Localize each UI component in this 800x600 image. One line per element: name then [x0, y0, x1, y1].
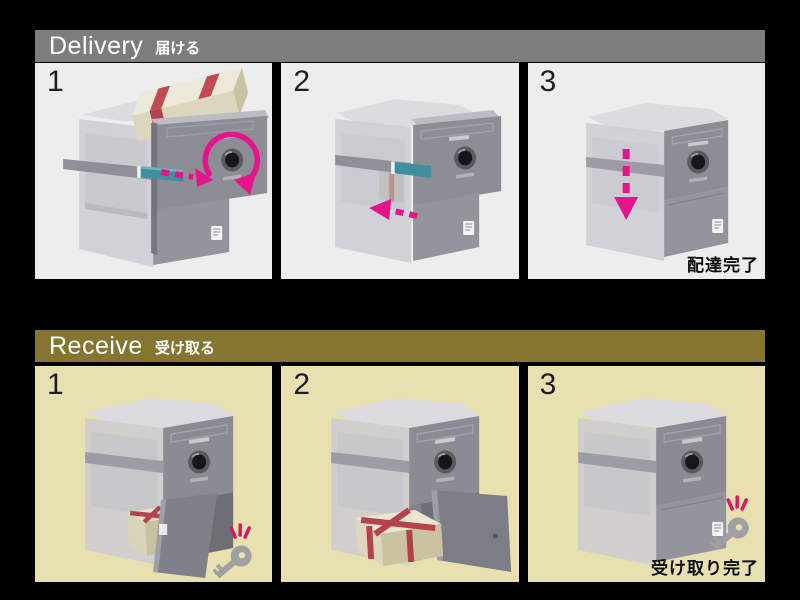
- shine-icon: [726, 495, 748, 511]
- slide-in-arrow-icon: [369, 199, 419, 220]
- receive-step-1-panel: 1: [35, 366, 273, 582]
- delivery-step-3-panel: 3: [527, 63, 765, 279]
- receive-step-3-panel: 3: [527, 366, 765, 582]
- ribbon: [361, 517, 436, 531]
- receive-step-2-panel: 2: [281, 366, 519, 582]
- delivery-subtitle: 届ける: [155, 39, 201, 57]
- receive-step-3-illustration: [577, 398, 749, 566]
- slide-out-arrow-icon: [160, 168, 214, 187]
- receive-step-1-illustration: [85, 398, 252, 579]
- brand-tag: [159, 524, 168, 535]
- delivery-complete-caption: 配達完了: [686, 256, 759, 275]
- dial-icon: [221, 148, 244, 172]
- brand-tag: [711, 522, 723, 536]
- brand-tag: [711, 219, 723, 233]
- delivery-step-1-panel: 1: [35, 63, 273, 279]
- delivery-section-header: Delivery 届ける: [35, 30, 765, 62]
- rotate-arrow-icon: [202, 131, 261, 195]
- key-icon: [709, 517, 749, 551]
- receive-title: Receive: [49, 331, 143, 360]
- delivery-steps-row: 1: [35, 63, 765, 279]
- step-number: 1: [47, 368, 64, 401]
- receive-section-header: Receive 受け取る: [35, 330, 765, 362]
- delivery-step-1-illustration: [63, 67, 270, 267]
- parcel-box: [63, 101, 230, 267]
- step-number: 3: [539, 65, 557, 98]
- delivery-step-2-illustration: [335, 99, 502, 263]
- pulled-out-drawer: [151, 110, 270, 255]
- delivery-step-3-illustration: [585, 103, 728, 261]
- receive-complete-caption: 受け取り完了: [650, 559, 759, 578]
- dial-icon: [686, 150, 709, 174]
- receive-subtitle: 受け取る: [154, 339, 215, 357]
- step-number: 3: [539, 368, 557, 401]
- keyhole: [492, 533, 499, 539]
- open-door: [153, 493, 218, 578]
- open-door: [431, 490, 512, 572]
- parcel-box: [585, 103, 728, 261]
- parcel-box: [335, 99, 502, 263]
- step-number: 2: [293, 65, 311, 98]
- parcel-box: [577, 398, 726, 566]
- brand-tag: [211, 226, 223, 240]
- package: [355, 507, 444, 566]
- dial-icon: [434, 450, 457, 474]
- receive-steps-row: 1: [35, 366, 765, 582]
- receive-step-2-illustration: [331, 398, 512, 572]
- brand-tag: [463, 221, 475, 235]
- step-number: 2: [293, 368, 311, 401]
- package-inside-hint: [379, 171, 404, 203]
- delivery-step-2-panel: 2: [281, 63, 519, 279]
- shine-icon: [229, 523, 251, 539]
- dial-icon: [680, 450, 703, 474]
- delivery-title: Delivery: [49, 31, 144, 60]
- dial-icon: [188, 450, 211, 474]
- step-number: 1: [47, 65, 64, 98]
- dial-icon: [454, 146, 477, 170]
- drop-arrow-icon: [613, 149, 638, 220]
- rail-teal-segment: [393, 162, 432, 178]
- key-icon: [212, 545, 252, 579]
